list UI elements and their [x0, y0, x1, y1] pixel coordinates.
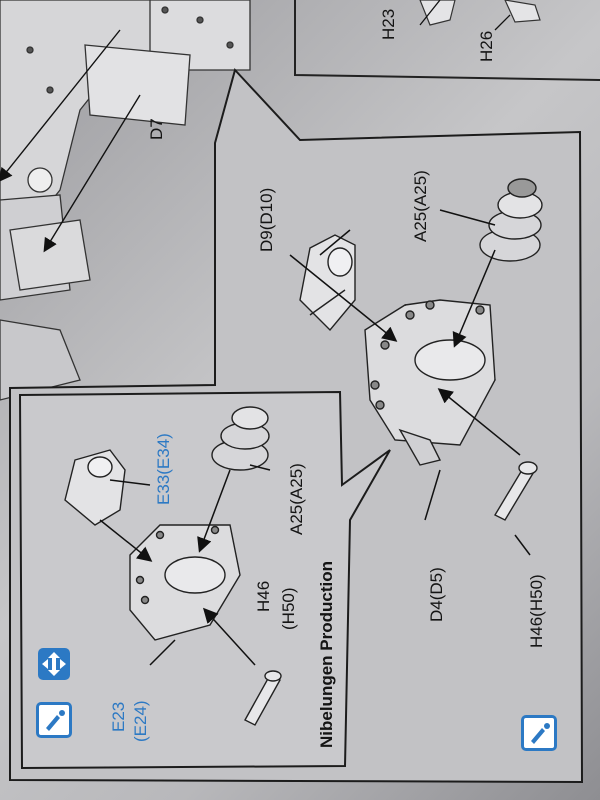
label-e24: (E24): [131, 700, 150, 742]
label-d4: D4(D5): [427, 567, 446, 622]
label-a25-inset: A25(A25): [287, 463, 306, 535]
label-h23: H23: [379, 8, 398, 40]
top-right-frame: [294, 0, 600, 81]
label-h46-main: H46(H50): [527, 574, 546, 648]
label-d9: D9(D10): [257, 187, 276, 252]
label-a25-main: A25(A25): [411, 170, 430, 242]
label-e33: E33(E34): [154, 433, 173, 505]
label-h26: H26: [477, 30, 496, 62]
swap-arrows-icon: [38, 648, 70, 680]
part-h46-drawing: [494, 461, 538, 521]
label-d7: D7: [147, 118, 166, 140]
label-nibelungen: Nibelungen Production: [317, 561, 336, 748]
glue-icon: [521, 715, 557, 751]
label-h46-inset-bottom: (H50): [279, 587, 298, 630]
label-e23: E23: [109, 701, 128, 732]
hull-drawing: [0, 0, 251, 401]
inset-e33-drawing: [64, 449, 126, 526]
part-d9-drawing: [299, 234, 356, 332]
inset-a25-drawing: [211, 406, 270, 471]
top-right-parts: [419, 0, 541, 26]
inset-h46-drawing: [244, 670, 282, 726]
glue-icon: [36, 702, 72, 738]
label-h46-inset-top: H46: [254, 580, 273, 612]
part-a25-drawing: [479, 178, 543, 262]
